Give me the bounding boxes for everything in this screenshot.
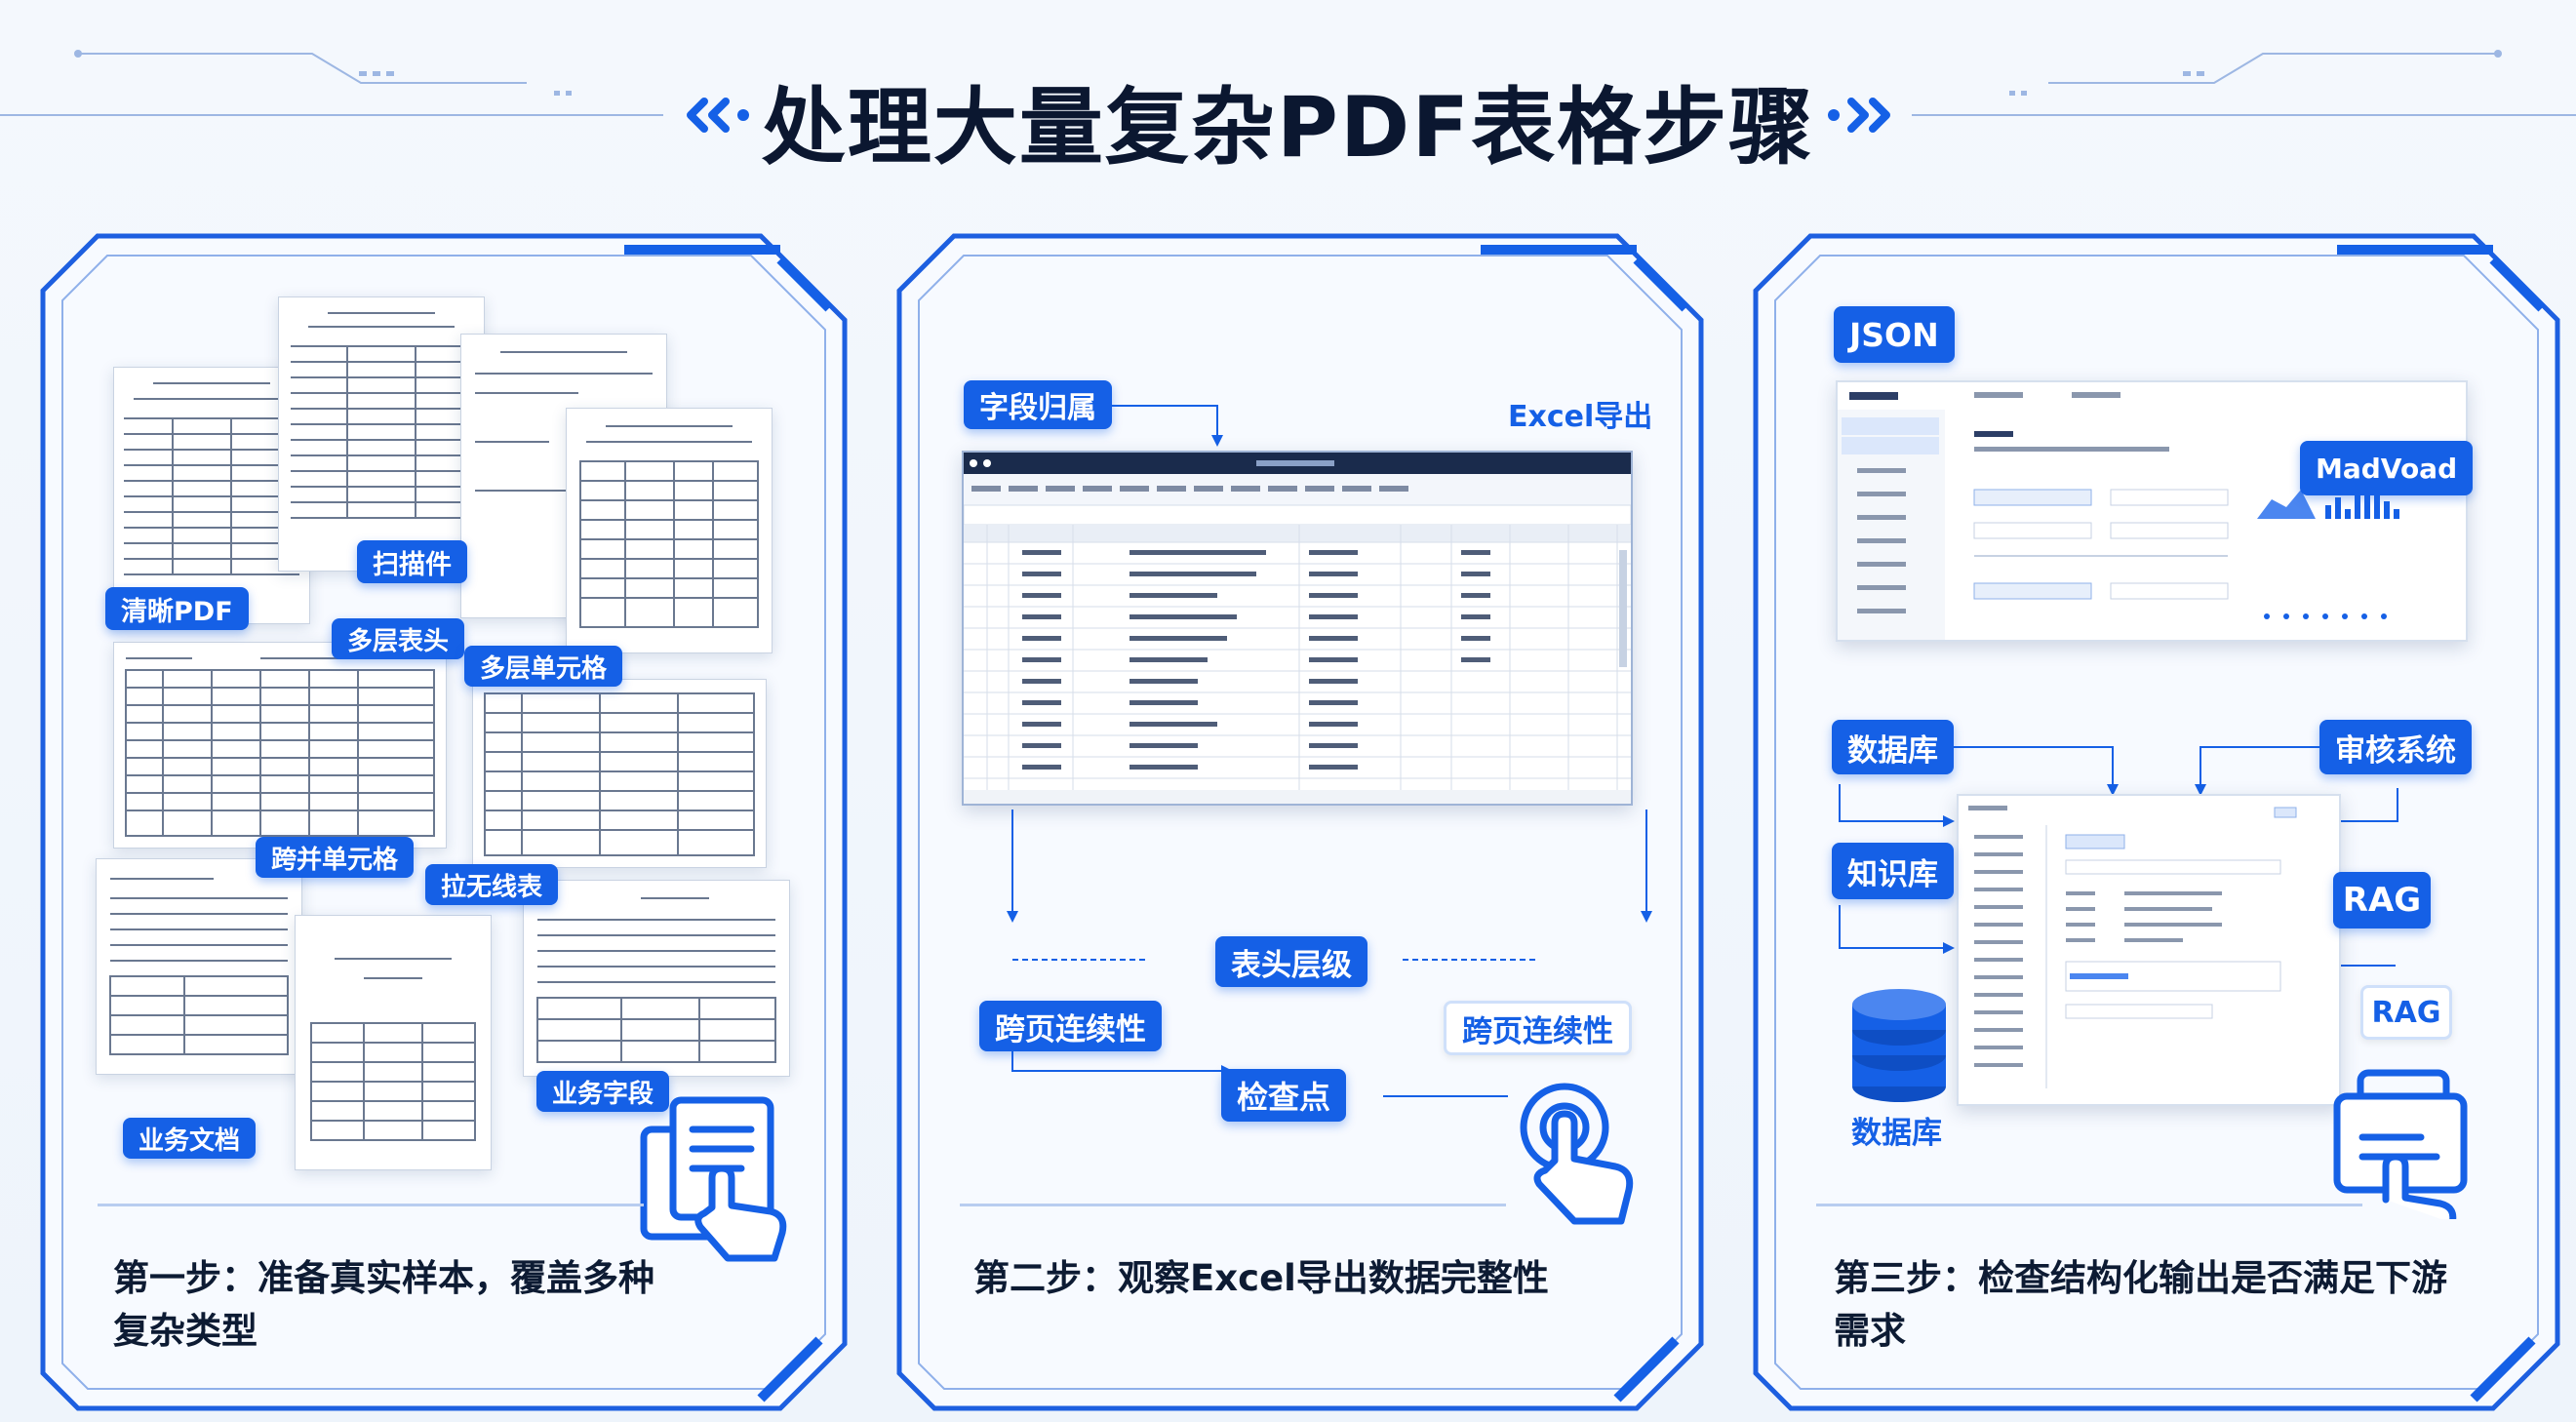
tag-header-level: 表头层级 xyxy=(1215,936,1367,987)
tag-cross-cell: 跨并单元格 xyxy=(256,837,415,878)
tag-multi-cell: 多层单元格 xyxy=(464,646,623,687)
tag-brand: MadVoad xyxy=(2300,441,2474,495)
sample-doc-table xyxy=(566,408,773,653)
sample-doc-biz xyxy=(96,858,302,1075)
tag-database: 数据库 xyxy=(1832,720,1954,774)
chevron-right-icon xyxy=(1847,98,1890,133)
step-1-caption-line1: 第一步：准备真实样本，覆盖多种 xyxy=(113,1257,654,1299)
tag-rag-primary: RAG xyxy=(2333,872,2431,928)
tag-review-system: 审核系统 xyxy=(2319,720,2472,774)
tag-multi-header: 多层表头 xyxy=(332,618,465,659)
step-1-caption-line2: 复杂类型 xyxy=(113,1310,258,1352)
excel-window xyxy=(962,451,1633,806)
caption-divider xyxy=(98,1204,644,1206)
tag-no-line: 拉无线表 xyxy=(425,864,559,905)
sample-doc-fields xyxy=(523,880,790,1077)
panel-step-2: 字段归属 Excel导出 xyxy=(895,232,1705,1412)
tag-scanned: 扫描件 xyxy=(357,540,467,583)
step-3-caption-line2: 需求 xyxy=(1834,1310,1906,1352)
document-hand-icon xyxy=(640,1096,787,1262)
sample-doc-multicell xyxy=(472,679,767,868)
sample-doc-multiheader xyxy=(113,642,447,849)
tag-biz-doc: 业务文档 xyxy=(123,1118,257,1159)
tag-rag-secondary: RAG xyxy=(2360,985,2452,1040)
sample-doc-clear xyxy=(113,367,310,624)
tag-biz-field: 业务字段 xyxy=(536,1071,670,1112)
flow-connectors xyxy=(1839,746,2398,967)
panel-step-1: 清晰PDF 扫描件 多层表头 多层单元格 跨并单元格 拉无线表 业务字段 业务文… xyxy=(39,232,849,1412)
tag-clear-pdf: 清晰PDF xyxy=(105,587,249,630)
caption-divider xyxy=(960,1204,1506,1206)
database-label: 数据库 xyxy=(1851,1115,1942,1151)
tag-checkpoint: 检查点 xyxy=(1221,1069,1347,1122)
step-3-caption-line1: 第三步：检查结构化输出是否满足下游 xyxy=(1834,1257,2447,1299)
flow-connectors xyxy=(1007,810,1652,1097)
step-3-caption: 第三步：检查结构化输出是否满足下游 需求 xyxy=(1834,1252,2447,1358)
panel-step-3: JSON xyxy=(1752,232,2561,1412)
card-hand-icon xyxy=(2333,1069,2468,1219)
page-title: 处理大量复杂PDF表格步骤 xyxy=(761,79,1815,177)
step-1-caption: 第一步：准备真实样本，覆盖多种 复杂类型 xyxy=(113,1252,654,1358)
tag-excel-export: Excel导出 xyxy=(1508,400,1653,434)
connector-lines xyxy=(1106,405,1223,447)
database-icon xyxy=(1852,989,1946,1102)
tag-cross-page-left: 跨页连续性 xyxy=(979,1001,1162,1051)
step-2-caption: 第二步：观察Excel导出数据完整性 xyxy=(973,1257,1549,1299)
sample-doc-form xyxy=(295,915,492,1170)
sample-doc-scanned xyxy=(278,296,485,572)
dashboard-window xyxy=(1836,380,2468,642)
header-decoration xyxy=(0,50,2576,133)
chevron-left-icon xyxy=(687,98,730,133)
tag-field-attribution: 字段归属 xyxy=(964,380,1112,429)
click-hand-icon xyxy=(1520,1083,1634,1225)
tag-cross-page-right: 跨页连续性 xyxy=(1444,1001,1632,1055)
tag-knowledge-base: 知识库 xyxy=(1832,843,1954,899)
tag-json: JSON xyxy=(1834,306,1955,363)
review-window xyxy=(1957,794,2341,1106)
caption-divider xyxy=(1816,1204,2362,1206)
